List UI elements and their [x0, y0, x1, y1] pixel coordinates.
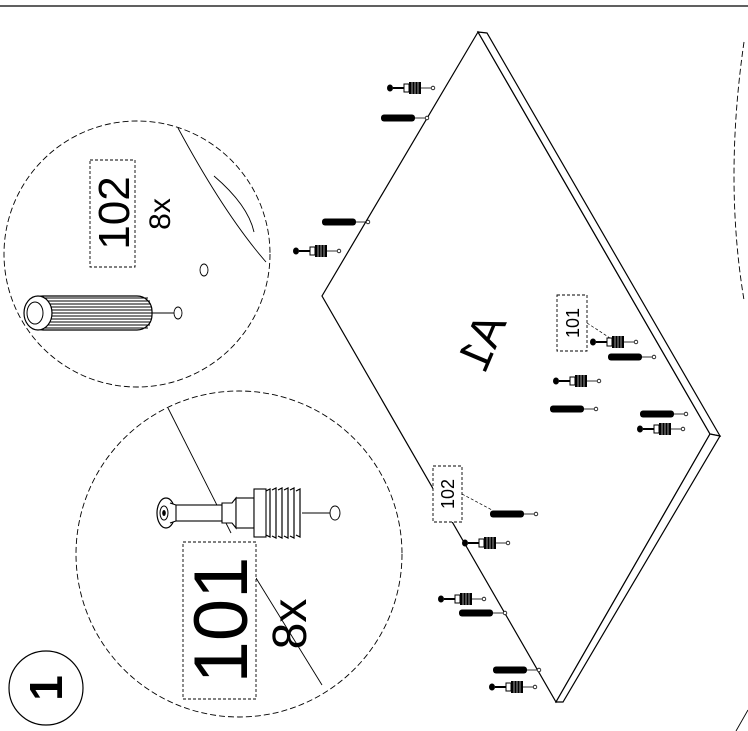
- panel-a1: A1: [321, 30, 722, 704]
- dowel-large-drawing: [23, 295, 183, 331]
- cam-bolt-detail-part-number: 101: [179, 557, 264, 684]
- dowel-detail-quantity: 8x: [144, 198, 177, 230]
- cam-bolt-detail-callout: 101 8x: [75, 390, 403, 718]
- cam-bolt-detail-quantity: 8x: [264, 599, 317, 650]
- dowel: [321, 218, 371, 226]
- board-label-102: 102: [432, 465, 493, 523]
- cam-bolt: [488, 680, 538, 694]
- dowel: [458, 609, 508, 617]
- partial-detail-circle: [733, 41, 748, 731]
- board-label-102-text: 102: [438, 479, 458, 509]
- board-label-101-text: 101: [563, 308, 583, 338]
- cam-bolt: [292, 244, 342, 258]
- cam-bolt-large-drawing: [156, 487, 341, 539]
- dowel: [492, 666, 542, 674]
- step-number-badge: 1: [8, 650, 84, 726]
- board-label-101: 101: [556, 294, 611, 352]
- cam-bolt: [386, 81, 436, 95]
- dowel: [380, 114, 430, 122]
- dowel-detail-part-number: 102: [90, 176, 139, 249]
- cam-bolt: [437, 592, 487, 606]
- dowel-detail-callout: 102 8x: [3, 120, 271, 388]
- step-number: 1: [20, 675, 72, 701]
